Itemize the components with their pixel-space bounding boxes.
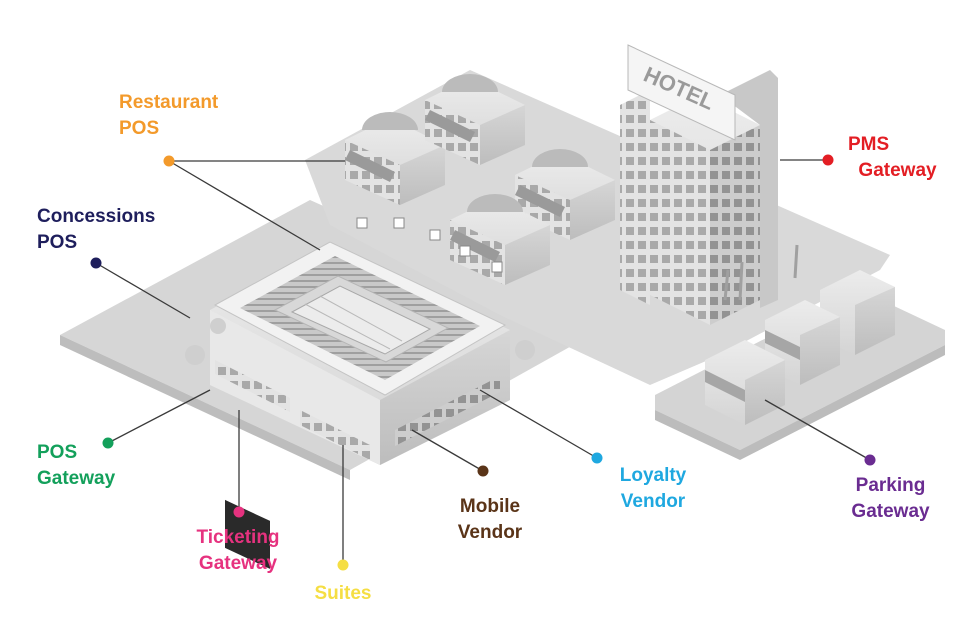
loyalty-vendor-label: Loyalty Vendor: [619, 465, 687, 512]
palm-trees: [723, 244, 799, 301]
pos-gateway-label: POS Gateway: [37, 442, 116, 489]
restaurant-building: [515, 149, 615, 240]
stadium: [210, 241, 510, 569]
floodlights: [356, 217, 503, 273]
parking-garage: [705, 340, 785, 425]
trees: [185, 318, 535, 365]
hotel-tower: HOTEL: [620, 44, 778, 325]
restaurant-building: [425, 74, 525, 165]
callout-dots: [90, 154, 876, 571]
suites-label: Suites: [314, 583, 372, 604]
restaurant-pos-label: Restaurant POS: [119, 92, 219, 139]
mobile-vendor-label: Mobile Vendor: [457, 496, 523, 543]
restaurant-building: [450, 194, 550, 285]
pms-gateway-label: PMS Gateway: [848, 134, 937, 181]
restaurant-building: [345, 112, 445, 205]
callout-lines: [95, 159, 871, 565]
concessions-pos-label: Concessions POS: [37, 206, 156, 253]
ticketing-gateway-label: Ticketing Gateway: [196, 527, 280, 574]
parking-gateway-label: Parking Gateway: [851, 475, 930, 522]
